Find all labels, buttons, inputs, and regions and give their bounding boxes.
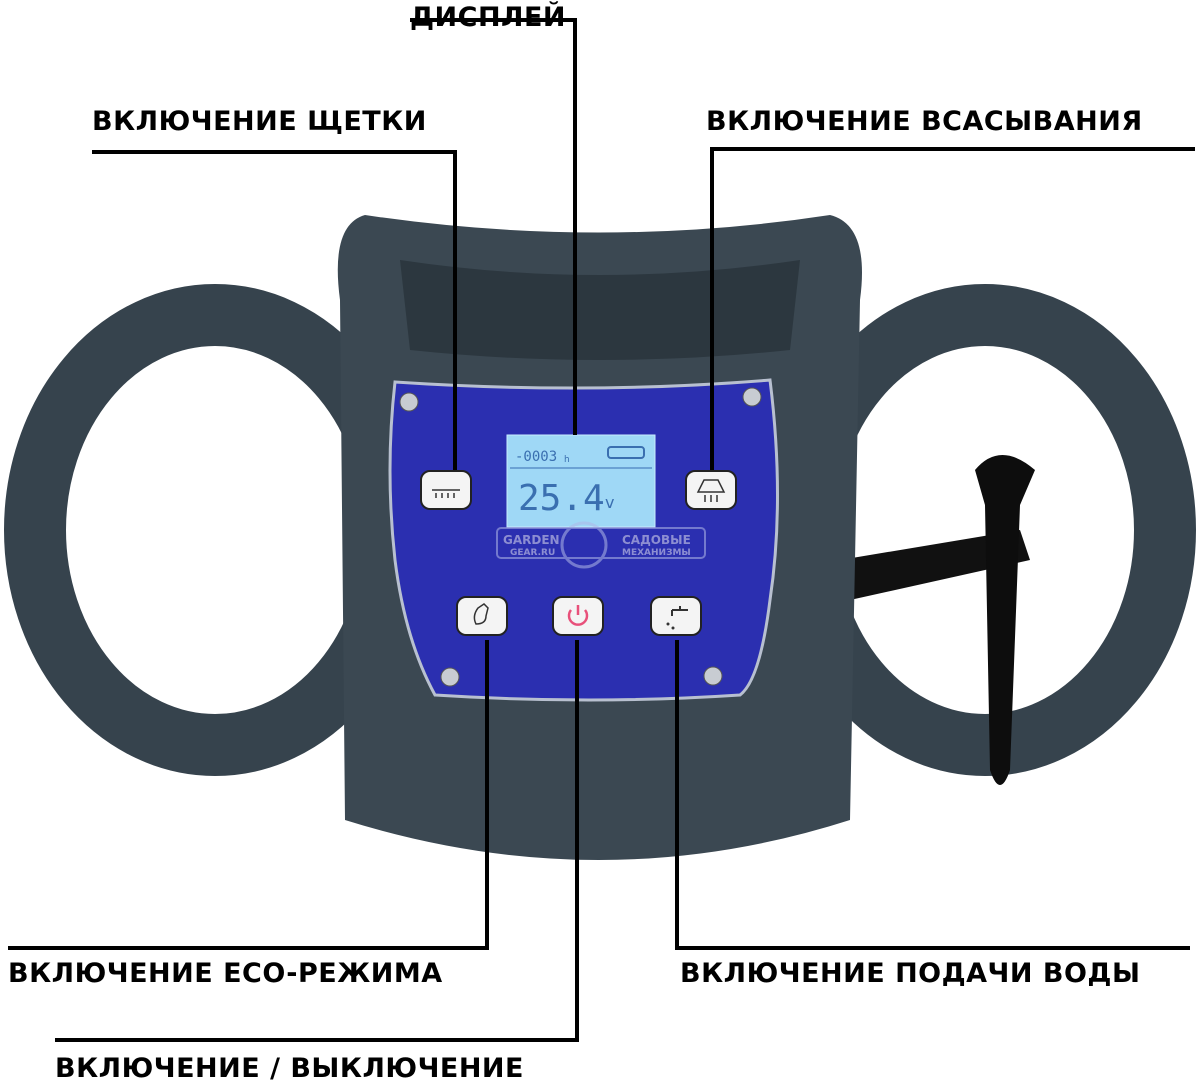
lcd-hours: -0003 bbox=[515, 449, 557, 465]
svg-text:САДОВЫЕ: САДОВЫЕ bbox=[622, 533, 691, 547]
power-icon bbox=[567, 605, 589, 626]
svg-text:GARDEN: GARDEN bbox=[503, 533, 560, 547]
lever-t-handle bbox=[975, 455, 1035, 785]
callout-lines bbox=[8, 18, 1195, 1042]
eco-button[interactable] bbox=[456, 596, 508, 636]
water-button[interactable] bbox=[650, 596, 702, 636]
label-display: ДИСПЛЕЙ bbox=[410, 2, 567, 33]
suction-button[interactable] bbox=[685, 470, 737, 510]
label-brush: ВКЛЮЧЕНИЕ ЩЕТКИ bbox=[92, 106, 427, 137]
body-top-recess bbox=[400, 260, 800, 360]
label-suction: ВКЛЮЧЕНИЕ ВСАСЫВАНИЯ bbox=[706, 106, 1143, 137]
blue-panel bbox=[388, 378, 779, 702]
screws bbox=[399, 387, 762, 687]
right-grip bbox=[774, 284, 1196, 776]
label-water: ВКЛЮЧЕНИЕ ПОДАЧИ ВОДЫ bbox=[680, 958, 1141, 989]
lcd-voltage: 25.4 bbox=[518, 478, 605, 519]
lever bbox=[840, 530, 1030, 600]
label-eco: ВКЛЮЧЕНИЕ ECO-РЕЖИМА bbox=[8, 958, 443, 989]
lcd-hours-unit: h bbox=[564, 455, 570, 465]
eco-hand-icon bbox=[473, 603, 489, 625]
brush-icon bbox=[432, 489, 460, 498]
lcd-screen bbox=[506, 434, 656, 528]
battery-icon bbox=[607, 446, 645, 459]
lcd-voltage-unit: v bbox=[605, 493, 614, 512]
svg-text:GEAR.RU: GEAR.RU bbox=[510, 548, 555, 558]
faucet-icon bbox=[671, 606, 688, 616]
suction-hood-icon bbox=[696, 479, 726, 502]
label-power: ВКЛЮЧЕНИЕ / ВЫКЛЮЧЕНИЕ bbox=[55, 1053, 524, 1084]
svg-text:МЕХАНИЗМЫ: МЕХАНИЗМЫ bbox=[622, 548, 691, 558]
brush-button[interactable] bbox=[420, 470, 472, 510]
power-button[interactable] bbox=[552, 596, 604, 636]
watermark-logo: GARDEN GEAR.RU САДОВЫЕ МЕХАНИЗМЫ bbox=[496, 521, 706, 569]
